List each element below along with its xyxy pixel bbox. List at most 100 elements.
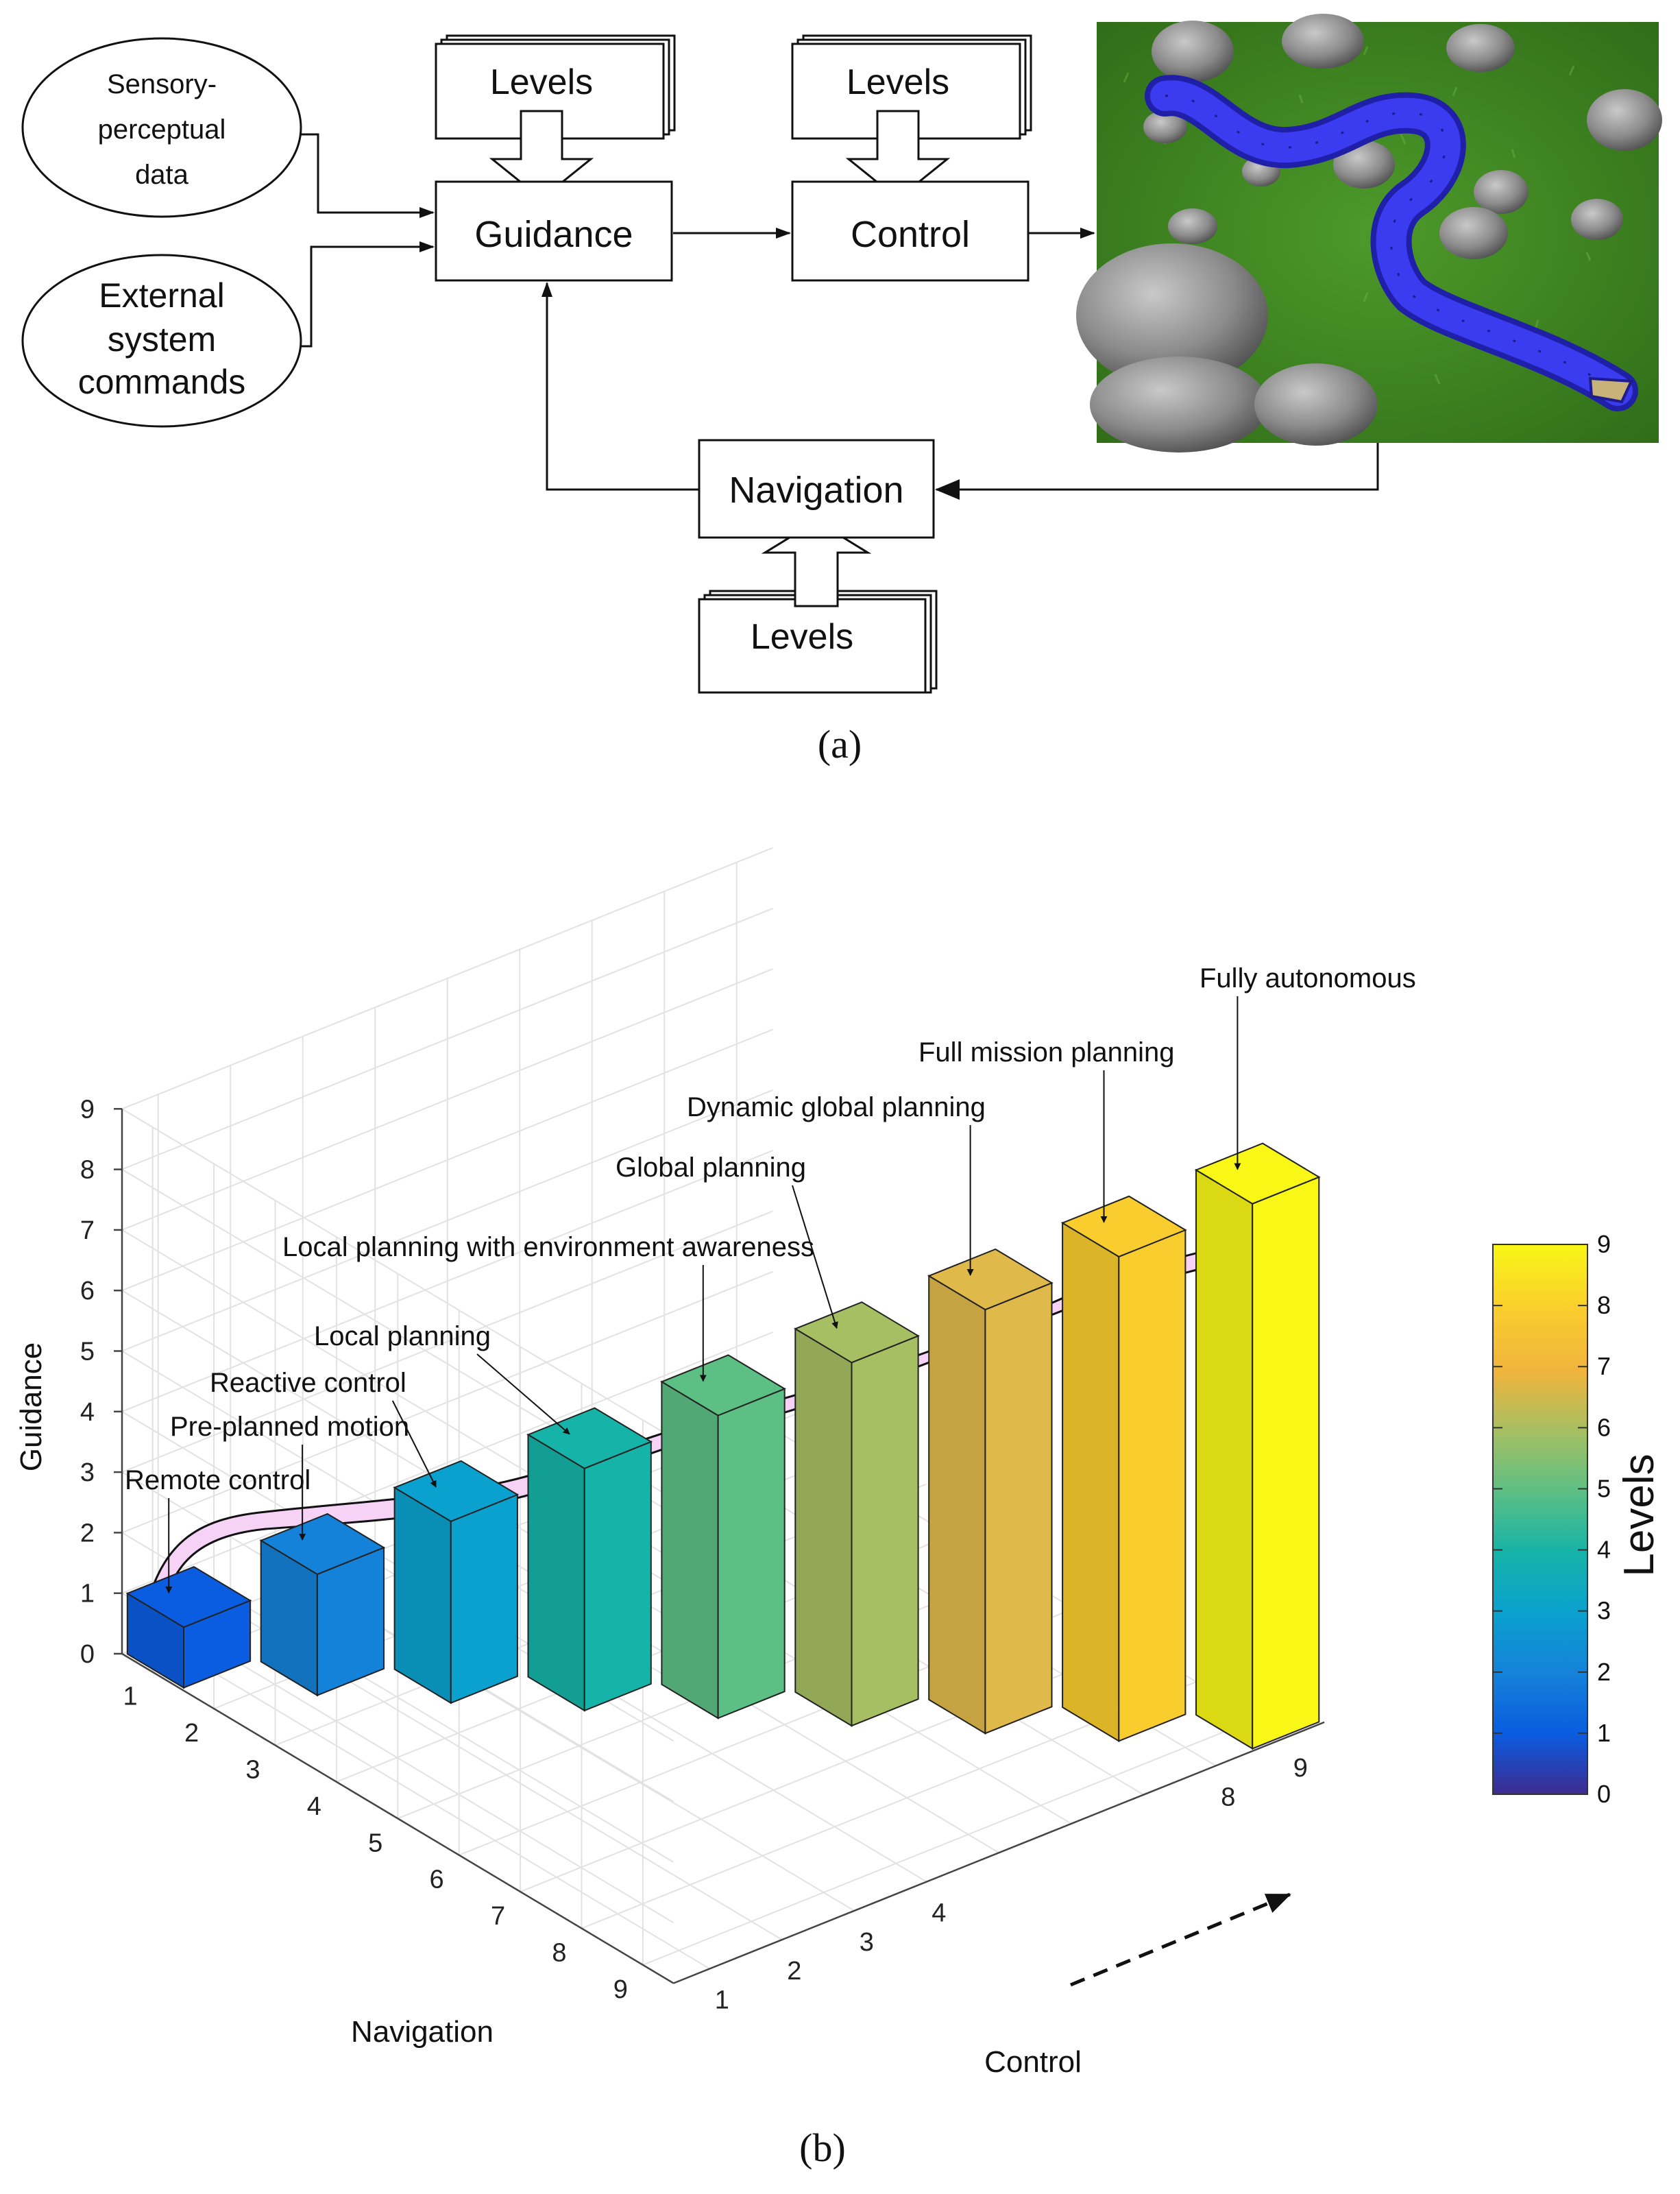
annotation-label: Dynamic global planning [687, 1092, 986, 1122]
annotation-pointer [476, 1353, 570, 1435]
bar-level-7 [927, 1248, 1054, 1735]
control-tick-label: 9 [1293, 1754, 1308, 1783]
colorbar-tick-label: 6 [1597, 1413, 1611, 1441]
annotation-label: Fully autonomous [1200, 963, 1416, 993]
robot-to-navigation-line [935, 442, 1379, 500]
guidance-tick-label: 2 [80, 1519, 95, 1547]
annotation-label: Local planning [314, 1321, 491, 1351]
guidance-levels-label: Levels [490, 62, 593, 102]
annotation-label: Full mission planning [918, 1037, 1175, 1068]
navigation-tick-label: 1 [123, 1683, 138, 1711]
backwall-gridline [121, 1150, 773, 1412]
annotation-label: Remote control [125, 1465, 311, 1495]
control-levels-label: Levels [847, 62, 949, 102]
navigation-tick-label: 4 [307, 1792, 321, 1821]
guidance-block: Guidance [435, 180, 673, 282]
bar-side-face [1252, 1176, 1320, 1750]
external-label-line2: system [108, 320, 216, 359]
panel-a-caption: (a) [818, 722, 862, 767]
navigation-tick-label: 3 [245, 1756, 260, 1785]
guidance-tick-label: 6 [80, 1277, 95, 1305]
guidance-tick-label: 5 [80, 1338, 95, 1366]
navigation-to-guidance-line [541, 282, 699, 491]
colorbar-tick-label: 5 [1597, 1474, 1611, 1502]
backwall-gridline [121, 847, 773, 1110]
bar-side-face [717, 1388, 786, 1720]
colorbar-tick-label: 4 [1597, 1536, 1611, 1564]
sensory-label-line1: Sensory- [107, 69, 217, 99]
bar-top-face [1060, 1195, 1187, 1258]
guidance-tick-label: 3 [80, 1458, 95, 1487]
guidance-tick-label: 1 [80, 1580, 95, 1608]
bar-front-face [928, 1275, 986, 1735]
bar-top-face [526, 1407, 653, 1469]
bar-side-face [450, 1493, 518, 1704]
panel-b-caption: (b) [799, 2125, 846, 2170]
control-tick-label: 3 [860, 1928, 874, 1957]
z-axis-label: Guidance [14, 1342, 48, 1471]
annotation-label: Local planning with environment awarenes… [282, 1232, 814, 1262]
bar-top-face [927, 1248, 1054, 1311]
bar-front-face [393, 1486, 452, 1704]
bar-level-6 [794, 1301, 920, 1727]
control-tick-label: 2 [787, 1957, 801, 1986]
bar-top-face [660, 1354, 786, 1417]
bar-side-face [851, 1334, 919, 1727]
chart-bars [125, 1142, 1321, 1750]
backwall-gridline [121, 968, 773, 1231]
navigation-levels-label: Levels [751, 617, 853, 657]
colorbar-tick-label: 1 [1597, 1719, 1611, 1747]
y-axis-label: Navigation [351, 2015, 494, 2049]
backwall-gridline [121, 1089, 773, 1352]
annotation-pointer [792, 1185, 838, 1329]
annotation-label: Global planning [616, 1153, 806, 1183]
bar-level-4 [526, 1407, 653, 1712]
guidance-tick-label: 0 [80, 1640, 95, 1669]
chart-annotations: Remote control Pre-planned motion Reactive… [125, 963, 1416, 1594]
navigation-tick-label: 9 [613, 1975, 628, 2004]
bar-front-face [794, 1327, 853, 1727]
floor-gridline [642, 1703, 1294, 1966]
backwall-gridline [121, 1210, 773, 1473]
annotation-label: Pre-planned motion [170, 1412, 409, 1442]
bar-level-8 [1060, 1195, 1187, 1743]
backwall-gridline [121, 1331, 773, 1594]
backwall-gridline [121, 1028, 773, 1292]
bar-top-face [125, 1566, 252, 1628]
bar-side-face [583, 1440, 652, 1712]
colorbar-tick-label: 3 [1597, 1597, 1611, 1625]
sensory-label-line3: data [135, 160, 189, 190]
navigation-axis-line [121, 1652, 674, 1984]
bar-front-face [1195, 1168, 1254, 1750]
colorbar-label: Levels [1616, 1454, 1663, 1576]
bar-level-1 [125, 1566, 252, 1689]
navigation-label: Navigation [729, 470, 903, 511]
bar-side-face [1118, 1229, 1186, 1742]
annotation-label: Reactive control [210, 1368, 406, 1398]
control-label: Control [851, 214, 970, 255]
bar-front-face [527, 1433, 585, 1712]
navigation-tick-label: 6 [430, 1866, 444, 1894]
external-system-commands-node: External system commands [21, 254, 302, 428]
sensory-label-line2: perceptual [98, 114, 226, 145]
navigation-tick-label: 8 [552, 1939, 566, 1968]
bar-level-9 [1194, 1142, 1321, 1750]
bar-top-face [393, 1460, 520, 1523]
bar-front-face [1062, 1221, 1120, 1743]
navigation-levels-stack: Levels [698, 590, 938, 694]
control-block: Control [791, 180, 1030, 282]
control-direction-dashed-arrow [1070, 1892, 1291, 1987]
navigation-tick-label: 5 [368, 1829, 382, 1857]
bar-top-face [794, 1301, 920, 1364]
backwall-gridline [121, 907, 773, 1170]
navigation-tick-label: 2 [184, 1719, 199, 1748]
control-axis-line [673, 1721, 1325, 1984]
sensory-perceptual-data-node: Sensory- perceptual data [21, 37, 302, 218]
colorbar-tick-label: 9 [1597, 1230, 1611, 1258]
colorbar-tick-label: 8 [1597, 1291, 1611, 1319]
control-tick-label: 1 [715, 1986, 729, 2014]
